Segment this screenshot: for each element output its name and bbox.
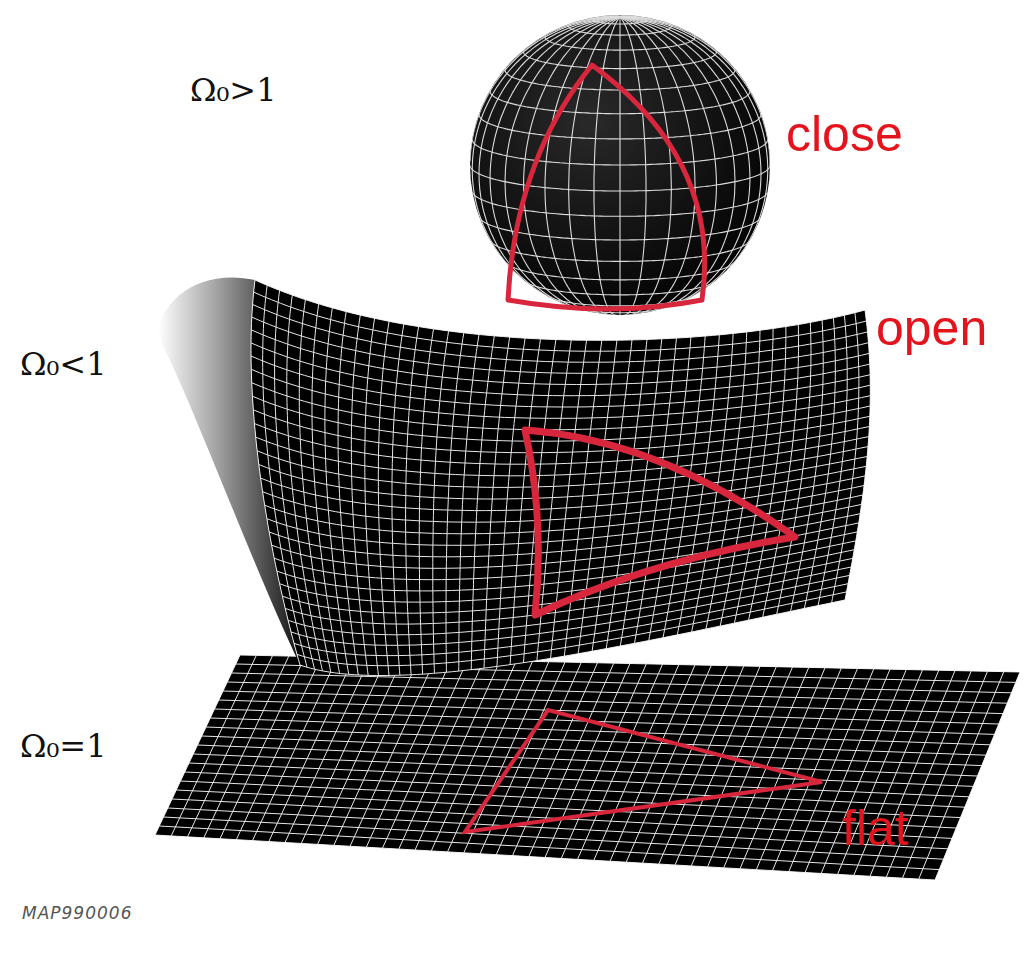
grid-line xyxy=(620,17,671,314)
grid-line xyxy=(291,575,850,645)
grid-line xyxy=(620,17,684,29)
plane-grid xyxy=(155,655,1020,880)
grid-line xyxy=(193,754,973,786)
grid-line xyxy=(526,282,620,295)
grid-line xyxy=(253,305,868,363)
grid-line xyxy=(257,447,868,488)
grid-line xyxy=(620,17,761,299)
geometry-label: open xyxy=(876,300,987,358)
grid-line xyxy=(620,16,650,18)
grid-line xyxy=(223,691,1003,714)
grid-line xyxy=(620,15,629,17)
grid-line xyxy=(505,17,620,311)
saddle-grid xyxy=(251,280,870,676)
grid-line xyxy=(254,424,869,465)
grid-line xyxy=(620,16,640,17)
grid-line xyxy=(189,763,969,797)
grid-line xyxy=(159,826,939,870)
grid-line xyxy=(545,17,620,314)
grid-line xyxy=(155,835,935,880)
grid-line xyxy=(620,15,624,17)
grid-line xyxy=(252,317,869,373)
flat-plane xyxy=(155,655,1020,880)
grid-line xyxy=(275,290,315,669)
flat-triangle xyxy=(465,710,822,832)
sphere-grid xyxy=(470,15,770,315)
geometry-label: close xyxy=(786,106,903,164)
grid-line xyxy=(620,282,714,295)
grid-line xyxy=(219,700,999,724)
density-label: Ω₀=1 xyxy=(20,728,107,765)
grid-line xyxy=(406,327,419,675)
grid-line xyxy=(845,310,870,600)
grid-line xyxy=(294,584,848,656)
density-label: Ω₀<1 xyxy=(20,346,107,383)
grid-line xyxy=(227,682,1007,703)
sphere xyxy=(470,15,770,315)
grid-line xyxy=(198,745,978,776)
grid-line xyxy=(620,17,646,315)
grid-line xyxy=(263,285,307,667)
grid-line xyxy=(378,321,389,675)
grid-line xyxy=(251,343,870,396)
sphere-triangle xyxy=(508,65,705,309)
grid-line xyxy=(419,329,433,674)
grid-line xyxy=(176,790,956,828)
grid-line xyxy=(446,333,464,672)
grid-line xyxy=(569,17,620,314)
geometry-label: flat xyxy=(842,800,909,858)
image-credit: MAP990006 xyxy=(22,904,132,924)
grid-line xyxy=(280,541,856,602)
grid-line xyxy=(479,17,620,299)
grid-line xyxy=(392,324,404,675)
grid-line xyxy=(285,558,853,624)
grid-line xyxy=(524,17,620,313)
grid-line xyxy=(620,16,634,18)
grid-line xyxy=(620,17,768,270)
grid-line xyxy=(620,17,750,308)
grid-line xyxy=(312,304,340,674)
grid-line xyxy=(261,466,867,510)
density-label: Ω₀>1 xyxy=(190,72,277,109)
grid-line xyxy=(164,817,944,859)
grid-line xyxy=(365,318,379,675)
grid-line xyxy=(251,330,869,385)
grid-line xyxy=(594,17,620,315)
grid-line xyxy=(274,523,859,580)
grid-line xyxy=(256,437,869,476)
saddle-surface xyxy=(251,280,870,676)
grid-line xyxy=(620,17,660,21)
grid-line xyxy=(619,17,620,315)
grid-line xyxy=(300,600,845,676)
grid-line xyxy=(232,673,1012,693)
grid-line xyxy=(263,476,866,522)
grid-line xyxy=(254,292,867,351)
grid-line xyxy=(251,356,870,407)
grid-line xyxy=(620,17,725,57)
saddle-triangle xyxy=(525,430,795,615)
grid-line xyxy=(620,17,770,165)
grid-line xyxy=(832,313,859,603)
grid-line xyxy=(620,17,716,313)
grid-line xyxy=(620,17,735,311)
